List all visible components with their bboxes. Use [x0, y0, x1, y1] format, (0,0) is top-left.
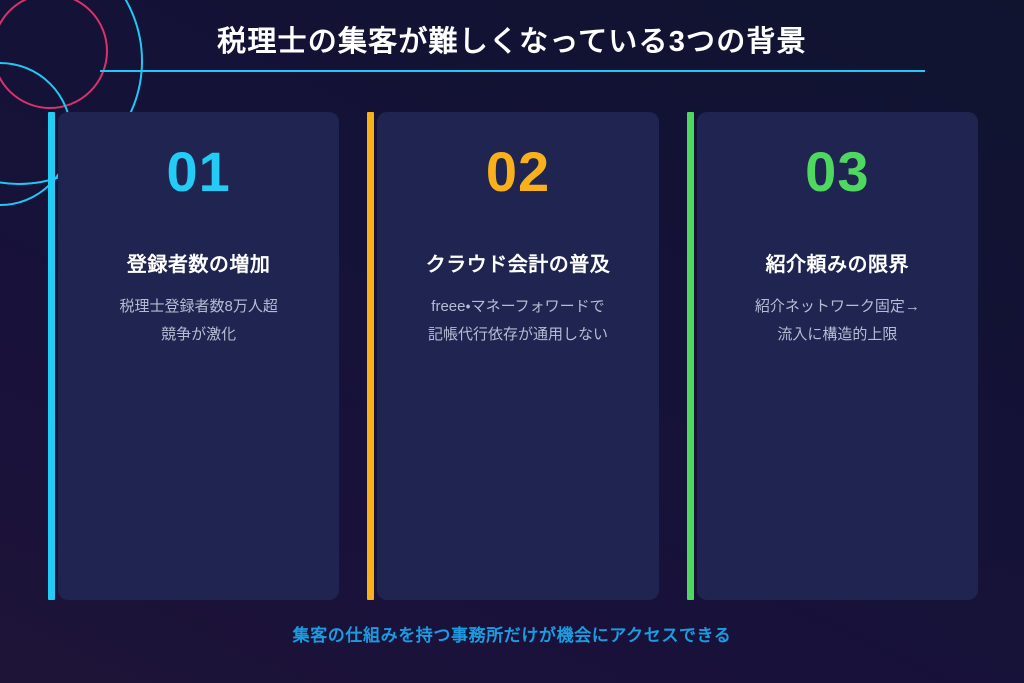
slide-header: 税理士の集客が難しくなっている3つの背景: [0, 0, 1024, 96]
card-accent-bar-01: [48, 112, 55, 600]
reason-card-list: 01 登録者数の増加 税理士登録者数8万人超 競争が激化 02 クラウド会計の普…: [48, 112, 978, 600]
card-description-03: 紹介ネットワーク固定→ 流入に構造的上限: [754, 298, 920, 343]
title-underline: [100, 70, 925, 72]
card-description-02: freee・マネーフォワードで 記帳代行依存が通用しない: [427, 298, 608, 343]
card-title-02: クラウド会計の普及: [425, 254, 611, 276]
card-body-02: 02 クラウド会計の普及 freee・マネーフォワードで 記帳代行依存が通用しな…: [377, 112, 659, 600]
card-title-01: 登録者数の増加: [126, 254, 271, 276]
card-number-01: 01: [166, 140, 231, 203]
reason-card-01: 01 登録者数の増加 税理士登録者数8万人超 競争が激化: [48, 112, 340, 600]
reason-card-02: 02 クラウド会計の普及 freee・マネーフォワードで 記帳代行依存が通用しな…: [367, 112, 659, 600]
card-accent-bar-03: [686, 112, 694, 600]
card-title-03: 紹介頼みの限界: [765, 254, 910, 276]
card-number-02: 02: [485, 140, 551, 203]
footer-note: 集客の仕組みを持つ事務所だけが機会にアクセスできる: [292, 626, 732, 645]
card-body-03: 03 紹介頼みの限界 紹介ネットワーク固定→ 流入に構造的上限: [696, 112, 978, 600]
card-accent-bar-02: [367, 112, 375, 600]
card-body-01: 01 登録者数の増加 税理士登録者数8万人超 競争が激化: [58, 112, 340, 600]
card-description-01: 税理士登録者数8万人超 競争が激化: [119, 298, 278, 343]
reason-card-03: 03 紹介頼みの限界 紹介ネットワーク固定→ 流入に構造的上限: [686, 112, 978, 600]
page-title: 税理士の集客が難しくなっている3つの背景: [217, 26, 807, 58]
card-number-03: 03: [805, 140, 870, 203]
